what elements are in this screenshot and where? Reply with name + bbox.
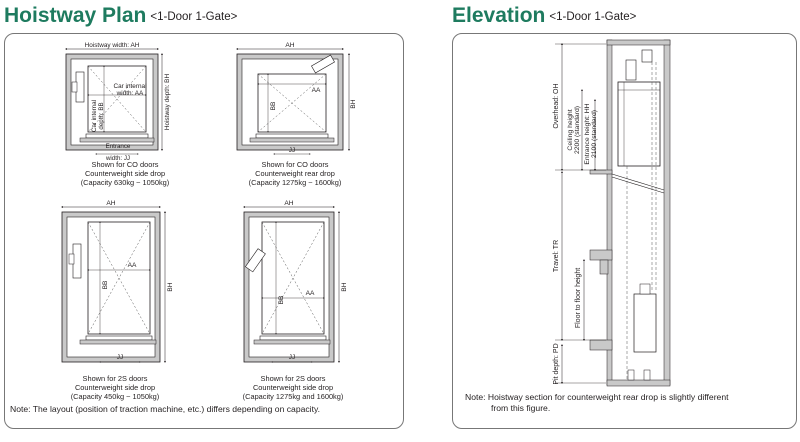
ah-label: AH xyxy=(285,42,294,49)
bb-label: BB xyxy=(270,101,277,110)
entrance-height-label: Entrance height: HH xyxy=(584,103,591,164)
bh-label: BH xyxy=(167,282,174,291)
bh-label: BH xyxy=(341,282,348,291)
bb-label: BB xyxy=(278,295,285,304)
elevation-title: Elevation<1-Door 1-Gate> xyxy=(452,3,636,30)
plan-co-rear-drop: AH BH AA BB JJ xyxy=(236,42,357,155)
jj-label: JJ xyxy=(289,147,295,154)
bh-label: BH xyxy=(350,99,357,108)
hoistway-depth-label: Hoistway depth: BH xyxy=(164,74,171,131)
hoistway-plan-subtitle: <1-Door 1-Gate> xyxy=(150,11,238,23)
bb-label: BB xyxy=(102,280,109,289)
hoistway-plan-title: Hoistway Plan<1-Door 1-Gate> xyxy=(4,3,237,30)
plan-2s-side-drop-small: AH BH AA BB JJ xyxy=(61,200,174,363)
aa-label: AA xyxy=(128,262,137,269)
svg-text:2100 (standard): 2100 (standard) xyxy=(591,110,598,158)
svg-text:2200 (standard): 2200 (standard) xyxy=(574,106,581,154)
car-internal-width-label: Car internal xyxy=(113,83,146,90)
plan-2-caption: Shown for CO doors Counterweight rear dr… xyxy=(248,160,342,188)
aa-label: AA xyxy=(312,87,321,94)
elevation-subtitle: <1-Door 1-Gate> xyxy=(549,11,637,23)
plan-note: Note: The layout (position of traction m… xyxy=(10,404,321,414)
elevation-section: Overhead: OH Ceiling height 2200 (standa… xyxy=(553,39,671,387)
plan-1-caption: Shown for CO doors Counterweight side dr… xyxy=(80,160,170,188)
elevation-heading: Elevation xyxy=(452,4,546,27)
plan-3-caption: Shown for 2S doors Counterweight side dr… xyxy=(70,374,160,402)
ah-label: AH xyxy=(106,200,115,207)
entrance-width-label: Entrance xyxy=(106,143,131,150)
counterweight-icon xyxy=(633,293,657,353)
floor-to-floor-label: Floor to floor height xyxy=(575,268,582,328)
car-internal-depth-label: Car internal xyxy=(91,100,98,132)
jj-label: JJ xyxy=(117,354,123,361)
traction-machine-icon xyxy=(244,248,266,273)
hoistway-plan-heading: Hoistway Plan xyxy=(4,4,147,27)
travel-label: Travel: TR xyxy=(553,240,560,272)
jj-label: JJ xyxy=(289,354,295,361)
aa-label: AA xyxy=(306,290,315,297)
hoistway-width-label: Hoistway width: AH xyxy=(85,42,140,49)
pit-depth-label: Pit depth: PD xyxy=(553,343,560,384)
plan-2s-side-drop-large: AH BH AA BB JJ xyxy=(243,200,348,363)
plan-co-side-drop: Hoistway width: AH Hoistway depth: BH Ca… xyxy=(65,42,171,162)
elevation-note: Note: Hoistway section for counterweight… xyxy=(465,392,729,413)
plan-4-caption: Shown for 2S doors Counterweight side dr… xyxy=(242,374,344,402)
svg-text:depth: BB: depth: BB xyxy=(98,102,105,129)
ah-label: AH xyxy=(284,200,293,207)
hoistway-plan-panel xyxy=(4,33,404,429)
car-icon xyxy=(617,81,661,167)
svg-text:width: JJ: width: JJ xyxy=(105,155,130,162)
ceiling-height-label: Ceiling height xyxy=(567,109,574,150)
elevation-panel xyxy=(452,33,797,429)
traction-machine-icon xyxy=(311,54,335,74)
svg-text:width: AA: width: AA xyxy=(116,90,144,97)
overhead-label: Overhead: OH xyxy=(553,83,560,128)
